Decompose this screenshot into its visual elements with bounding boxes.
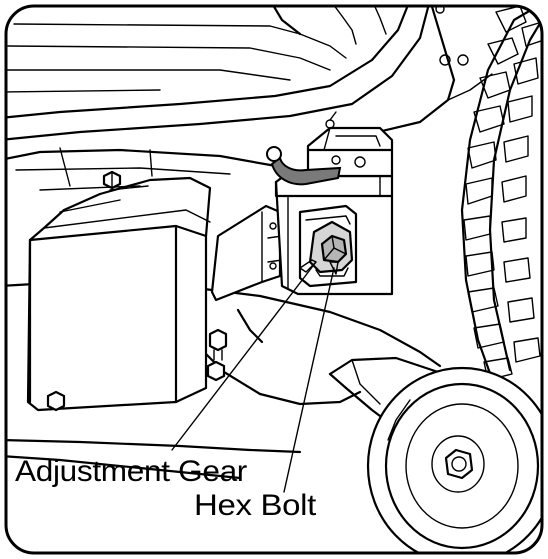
height-latch <box>306 111 394 178</box>
deck-bolt-bottom-2 <box>206 360 226 382</box>
front-wheel <box>328 356 542 553</box>
callout-adjustment-gear: Adjustment Gear <box>15 455 247 488</box>
adjustment-bracket <box>210 204 283 302</box>
callout-leaders <box>171 259 339 493</box>
seat-body-panel <box>6 6 493 142</box>
deck-bolt-bottom-1 <box>208 328 228 361</box>
lever-handle <box>266 146 342 186</box>
frame-border <box>4 4 544 555</box>
deck-bolt-top <box>102 170 122 190</box>
rear-tire <box>460 6 542 392</box>
deck-bolt-left <box>46 390 66 412</box>
callout-hex-bolt: Hex Bolt <box>194 489 317 522</box>
hex-bolt <box>320 234 348 264</box>
belt-cover <box>26 176 212 412</box>
